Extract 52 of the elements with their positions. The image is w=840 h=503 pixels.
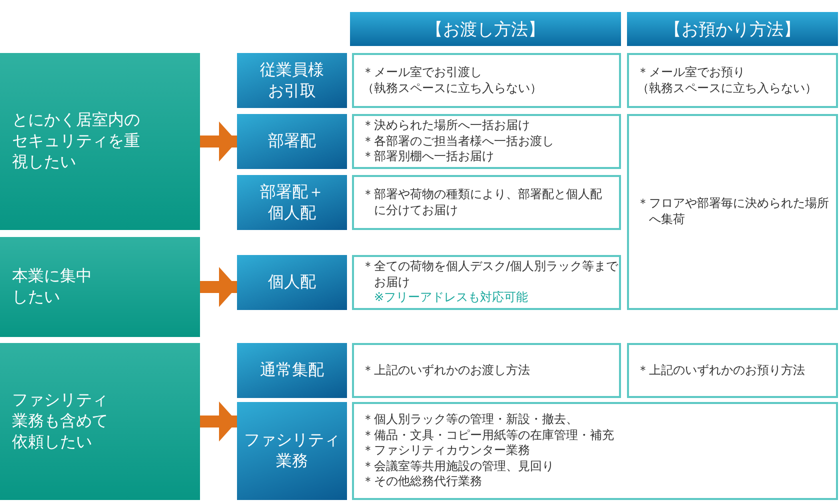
need-panel — [0, 53, 200, 230]
description-box — [352, 53, 621, 108]
description-box — [352, 343, 621, 398]
description-text: ＊各部署のご担当者様へ一括お渡し — [362, 134, 555, 150]
service-tab — [237, 343, 347, 398]
description-text: （執務スペースに立ち入らない） — [637, 80, 818, 96]
service-tab — [237, 255, 347, 310]
need-text: 本業に集中したい — [12, 266, 93, 308]
description-text: ＊備品・文具・コピー用紙等の在庫管理・補充 — [362, 428, 615, 444]
note-text: ※フリーアドレスも対応可能 — [373, 290, 530, 306]
column-header — [627, 12, 838, 46]
description-text: ＊フロアや部署毎に決められた場所へ集荷 — [637, 196, 830, 228]
description-box — [627, 53, 838, 108]
description-text: ＊上記のいずれかのお渡し方法 — [362, 362, 531, 378]
description-text: ＊メール室でお預り — [637, 64, 746, 80]
service-name: 部署配 — [268, 131, 316, 152]
description-box — [352, 402, 838, 500]
arrow — [200, 122, 237, 162]
need-text: ファシリティ業務も含めて依頼したい — [12, 390, 109, 453]
need-text: とにかく居室内のセキュリティを重視したい — [12, 110, 141, 173]
service-tab — [237, 114, 347, 169]
description-text: ＊ファシリティカウンター業務 — [362, 443, 531, 459]
description-box — [627, 114, 838, 310]
header-text: 【お預かり方法】 — [664, 18, 800, 40]
column-header — [350, 12, 621, 46]
description-box — [352, 175, 621, 230]
description-text: ＊上記のいずれかのお預り方法 — [637, 362, 806, 378]
description-box — [352, 114, 621, 169]
arrow — [200, 402, 237, 442]
description-text: ＊全ての荷物を個人デスク/個人別ラック等までお届け — [362, 259, 620, 290]
header-text: 【お渡し方法】 — [426, 18, 545, 40]
arrow — [200, 267, 237, 307]
description-text: ＊決められた場所へ一括お届け — [362, 118, 531, 134]
need-panel — [0, 237, 200, 337]
description-text: ＊会議室等共用施設の管理、見回り — [362, 458, 555, 474]
service-tab — [237, 53, 347, 108]
service-name: 通常集配 — [260, 360, 324, 381]
description-text: ＊部署や荷物の種類により、部署配と個人配に分けてお届け — [362, 186, 603, 218]
service-name: 個人配 — [268, 272, 316, 293]
description-text: （執務スペースに立ち入らない） — [362, 80, 543, 96]
need-panel — [0, 343, 200, 500]
description-text: ＊その他総務代行業務 — [362, 474, 483, 490]
description-text: ＊部署別棚へ一括お届け — [362, 149, 495, 165]
description-text: ＊個人別ラック等の管理・新設・撤去、 — [362, 412, 579, 428]
service-name: ファシリティ業務 — [242, 430, 341, 472]
service-name: 従業員様お引取 — [258, 60, 325, 102]
description-text: ＊メール室でお引渡し — [362, 64, 483, 80]
description-box — [352, 255, 621, 310]
service-tab — [237, 175, 347, 230]
description-box — [627, 343, 838, 398]
service-name: 部署配＋個人配 — [258, 182, 325, 224]
service-tab — [237, 402, 347, 500]
